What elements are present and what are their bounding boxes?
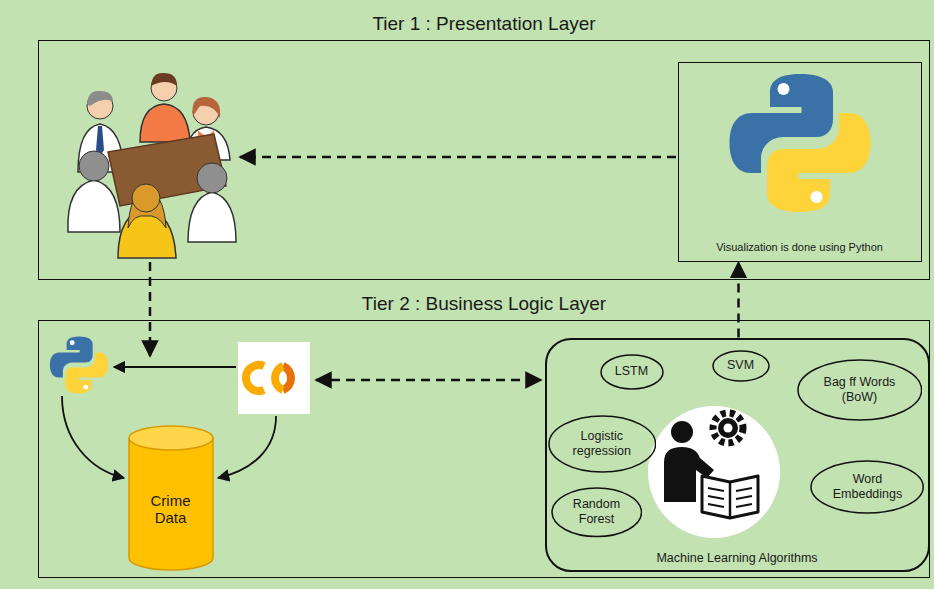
box-label: Crime Data	[136, 492, 206, 526]
colab-logo	[238, 342, 310, 414]
ellipse-outline	[552, 488, 642, 537]
algorithm-label: Word Embeddings	[831, 472, 903, 502]
flow-lines	[240, 156, 676, 159]
box-label: Visualization is done using Python	[716, 241, 883, 253]
python-logo	[730, 74, 871, 212]
algorithm-label: SVM	[727, 358, 754, 373]
flow-lines	[316, 379, 541, 382]
ellipse-outline	[811, 461, 923, 513]
ml-person-icon	[671, 421, 693, 443]
flow-lines	[149, 262, 152, 356]
python-logo	[730, 74, 871, 212]
meeting-people-illustration	[68, 180, 120, 232]
ml-person-icon	[708, 488, 752, 507]
ellipse-outline	[601, 355, 663, 389]
ml-person-icon	[729, 482, 732, 518]
algorithm-ellipse: SVM	[712, 350, 770, 382]
algorithm-ellipse: Bag ff Words (BoW)	[797, 359, 923, 421]
ellipse-outline	[713, 351, 769, 381]
algorithm-label: Logistic regression	[568, 429, 636, 459]
algorithm-label: LSTM	[615, 364, 648, 379]
box-label: Machine Learning Algorithms	[656, 551, 817, 565]
ml-person-icon	[702, 476, 758, 518]
ellipse-outline	[798, 360, 922, 420]
algorithm-label: Bag ff Words (BoW)	[819, 375, 899, 405]
meeting-people-illustration	[132, 184, 160, 212]
dashed-arrow	[737, 263, 740, 338]
algorithm-ellipse: Word Embeddings	[810, 460, 924, 514]
ml-person-icon	[724, 424, 733, 433]
colab-logo	[275, 366, 283, 390]
meeting-people-illustration	[188, 192, 236, 242]
cylinder-body	[129, 437, 213, 570]
algorithm-label: Random Forest	[568, 497, 624, 527]
meeting-people-illustration	[140, 104, 190, 142]
python-logo	[50, 336, 108, 393]
colab-logo	[246, 365, 264, 391]
algorithm-ellipse: Random Forest	[551, 487, 643, 538]
visualization-box: Visualization is done using Python	[678, 62, 922, 262]
ml-person-icon	[648, 406, 780, 538]
meeting-people-illustration	[79, 151, 109, 181]
algorithm-ellipse: LSTM	[600, 354, 664, 390]
ml-person-icon	[713, 413, 743, 443]
ellipse-outline	[549, 416, 656, 472]
flow-lines	[218, 416, 276, 478]
flow-lines	[114, 366, 236, 368]
meeting-people-illustration	[193, 97, 221, 118]
business-logic-tier-band: Tier 2 : Business Logic LayerCrime DataM…	[38, 320, 930, 578]
colab-logo	[238, 342, 310, 414]
meeting-people-illustration	[197, 163, 227, 193]
python-logo	[50, 336, 108, 393]
presentation-tier-band: Tier 1 : Presentation LayerVisualization…	[38, 40, 930, 280]
cylinder-top	[129, 426, 213, 450]
meeting-people-illustration	[151, 73, 177, 86]
ml-person-icon	[648, 406, 780, 538]
meeting-people-illustration	[87, 91, 113, 106]
tier-heading: Tier 2 : Business Logic Layer	[39, 293, 929, 315]
ml-person-icon	[718, 418, 738, 438]
flow-lines	[62, 157, 676, 478]
ml-algorithms-box: Machine Learning Algorithms LSTM SVM Bag ff…	[545, 338, 930, 572]
algorithm-ellipse: Logistic regression	[548, 415, 657, 473]
flow-lines	[62, 396, 124, 478]
crime-data-cylinder: Crime Data	[128, 425, 214, 571]
meeting-people-illustration	[68, 73, 236, 258]
tier-heading: Tier 1 : Presentation Layer	[39, 13, 929, 35]
